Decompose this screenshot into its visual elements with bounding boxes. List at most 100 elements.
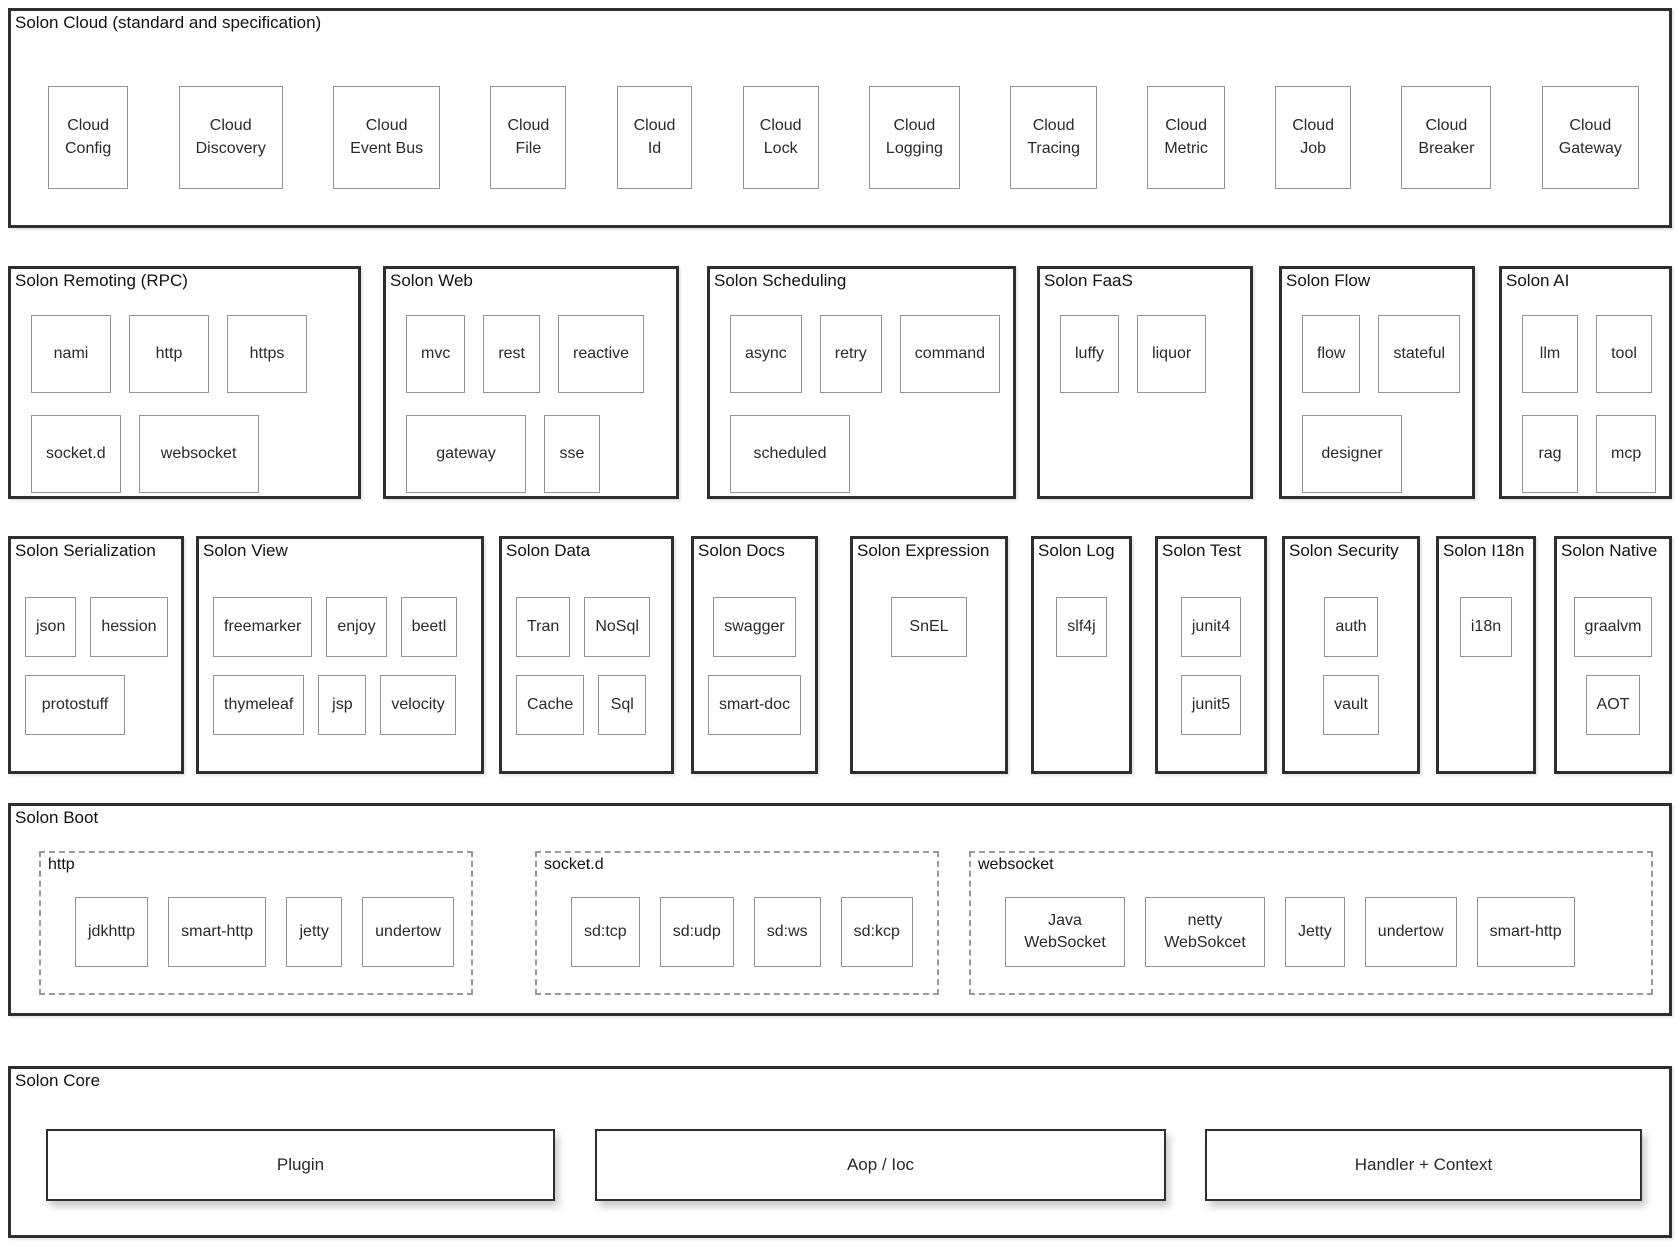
row: Tran NoSql (516, 597, 650, 657)
row: scheduled (730, 415, 1000, 493)
module-i18n: i18n (1459, 597, 1513, 657)
module-rest: rest (483, 315, 540, 393)
module-graalvm: graalvm (1573, 597, 1653, 657)
module-smart-doc: smart-doc (707, 675, 802, 735)
module-rows: SnEL (853, 597, 1005, 657)
row: async retry command (730, 315, 1001, 393)
module-websocket: websocket (138, 415, 259, 493)
module-sql: Sql (598, 675, 647, 735)
boot-group-items: jdkhttp smart-http jetty undertow (75, 897, 454, 967)
panel-title-solon-serialization: Solon Serialization (15, 541, 156, 560)
panel-title-solon-flow: Solon Flow (1286, 271, 1371, 290)
row: protostuff (25, 675, 168, 735)
module-rows: graalvm AOT (1557, 597, 1669, 735)
boot-group-websocket: websocket Java WebSocket netty WebSokcet… (969, 851, 1653, 995)
row: llm tool (1522, 315, 1656, 393)
panel-title-solon-cloud: Solon Cloud (standard and specification) (15, 13, 322, 32)
panel-title-solon-core: Solon Core (15, 1071, 101, 1090)
module-command: command (899, 315, 1001, 393)
boot-group-items: Java WebSocket netty WebSokcet Jetty und… (1005, 897, 1575, 967)
module-rows: swagger smart-doc (694, 597, 815, 735)
panel-title-solon-docs: Solon Docs (698, 541, 785, 560)
row: graalvm (1573, 597, 1653, 657)
module-cloud-job: Cloud Job (1275, 86, 1352, 189)
module-cloud-tracing: Cloud Tracing (1010, 86, 1097, 189)
panel-solon-remoting: Solon Remoting (RPC) nami http https soc… (8, 266, 361, 499)
module-velocity: velocity (380, 675, 456, 735)
module-boot-jetty: jetty (286, 897, 343, 967)
module-rows: mvc rest reactive gateway sse (406, 315, 645, 493)
module-flow: flow (1302, 315, 1361, 393)
module-liquor: liquor (1137, 315, 1207, 393)
panel-title-solon-log: Solon Log (1038, 541, 1115, 560)
module-scheduled: scheduled (730, 415, 850, 493)
row: nami http https (31, 315, 307, 393)
module-swagger: swagger (713, 597, 796, 657)
module-beetl: beetl (400, 597, 458, 657)
panel-title-solon-view: Solon View (203, 541, 288, 560)
boot-group-socket-d: socket.d sd:tcp sd:udp sd:ws sd:kcp (535, 851, 939, 995)
boot-group-title-socket-d: socket.d (544, 856, 604, 873)
module-boot-undertow-ws: undertow (1364, 897, 1457, 967)
panel-solon-docs: Solon Docs swagger smart-doc (691, 536, 818, 774)
module-junit4: junit4 (1180, 597, 1242, 657)
module-rows: freemarker enjoy beetl thymeleaf jsp vel… (213, 597, 458, 735)
module-rows: async retry command scheduled (730, 315, 1001, 493)
module-mvc: mvc (406, 315, 466, 393)
module-retry: retry (819, 315, 882, 393)
module-json: json (25, 597, 77, 657)
boot-group-title-http: http (48, 856, 75, 873)
panel-solon-security: Solon Security auth vault (1282, 536, 1420, 774)
row: designer (1302, 415, 1460, 493)
module-tool: tool (1596, 315, 1652, 393)
module-thymeleaf: thymeleaf (213, 675, 305, 735)
row: auth (1324, 597, 1378, 657)
panel-solon-scheduling: Solon Scheduling async retry command sch… (707, 266, 1016, 499)
module-cloud-id: Cloud Id (616, 86, 693, 189)
module-stateful: stateful (1378, 315, 1461, 393)
module-boot-undertow: undertow (362, 897, 454, 967)
module-boot-sd-ws: sd:ws (753, 897, 821, 967)
panel-title-solon-security: Solon Security (1289, 541, 1399, 560)
module-rows: junit4 junit5 (1158, 597, 1264, 735)
module-llm: llm (1522, 315, 1578, 393)
module-hession: hession (90, 597, 168, 657)
panel-solon-cloud: Solon Cloud (standard and specification)… (8, 8, 1672, 228)
panel-solon-log: Solon Log slf4j (1031, 536, 1132, 774)
row: junit5 (1180, 675, 1242, 735)
row: SnEL (891, 597, 967, 657)
panel-title-solon-faas: Solon FaaS (1044, 271, 1133, 290)
module-boot-jdkhttp: jdkhttp (75, 897, 149, 967)
panel-title-solon-data: Solon Data (506, 541, 591, 560)
module-rows: auth vault (1285, 597, 1417, 735)
module-rows: nami http https socket.d websocket (31, 315, 307, 493)
panel-solon-expression: Solon Expression SnEL (850, 536, 1008, 774)
panel-solon-boot: Solon Boot http jdkhttp smart-http jetty… (8, 803, 1672, 1016)
panel-title-solon-scheduling: Solon Scheduling (714, 271, 847, 290)
module-cloud-lock: Cloud Lock (742, 86, 819, 189)
panel-title-solon-native: Solon Native (1561, 541, 1658, 560)
module-https: https (227, 315, 307, 393)
module-cloud-logging: Cloud Logging (868, 86, 960, 189)
row: junit4 (1180, 597, 1242, 657)
module-async: async (730, 315, 802, 393)
panel-solon-test: Solon Test junit4 junit5 (1155, 536, 1267, 774)
module-auth: auth (1324, 597, 1378, 657)
module-cloud-file: Cloud File (490, 86, 567, 189)
row: Cache Sql (516, 675, 650, 735)
module-cloud-event-bus: Cloud Event Bus (333, 86, 441, 189)
row: json hession (25, 597, 168, 657)
row: freemarker enjoy beetl (213, 597, 458, 657)
panel-solon-core: Solon Core Plugin Aop / Ioc Handler + Co… (8, 1066, 1672, 1238)
module-rows: i18n (1439, 597, 1533, 657)
row: gateway sse (406, 415, 644, 493)
module-nosql: NoSql (584, 597, 650, 657)
module-aot: AOT (1585, 675, 1641, 735)
row: mvc rest reactive (406, 315, 645, 393)
panel-solon-i18n: Solon I18n i18n (1436, 536, 1536, 774)
module-vault: vault (1323, 675, 1379, 735)
module-boot-smart-http-ws: smart-http (1476, 897, 1575, 967)
module-boot-java-websocket: Java WebSocket (1005, 897, 1125, 967)
module-rag: rag (1522, 415, 1578, 493)
module-core-handler-context: Handler + Context (1205, 1129, 1642, 1201)
